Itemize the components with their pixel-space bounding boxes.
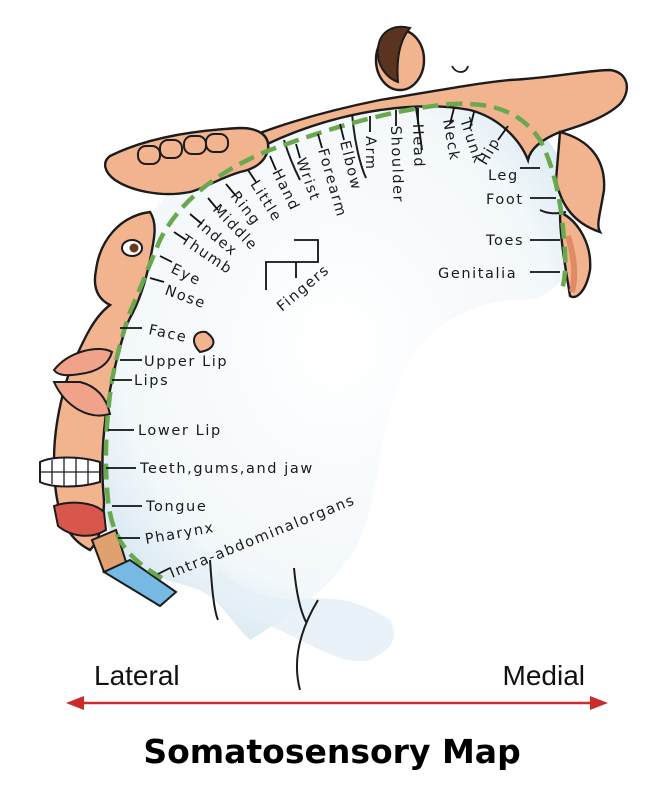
label-ticks xyxy=(106,107,560,575)
diagram-title: Somatosensory Map xyxy=(143,732,520,771)
arrow-right-head xyxy=(590,696,608,710)
label-upper-lip: Upper Lip xyxy=(144,354,228,370)
label-face: Face xyxy=(147,322,189,346)
label-lips: Lips xyxy=(134,373,169,389)
leg xyxy=(554,130,606,235)
lateral-label: Lateral xyxy=(94,660,180,691)
arrow-left-head xyxy=(66,696,84,710)
label-arm: Arm xyxy=(362,136,378,171)
abdominal-organs xyxy=(101,558,178,608)
label-shoulder: Shoulder xyxy=(387,126,406,204)
tongue xyxy=(52,501,108,537)
label-neck: Neck xyxy=(439,118,462,163)
labels: Genitalia Toes Foot Leg Hip Trunk Neck H… xyxy=(134,115,524,581)
label-leg: Leg xyxy=(488,168,519,184)
label-teeth: Teeth,gums,and jaw xyxy=(139,461,314,477)
label-tongue: Tongue xyxy=(145,499,207,515)
upper-lip xyxy=(52,348,114,377)
boundary-dashed xyxy=(103,101,568,580)
hair xyxy=(376,25,412,84)
lower-lip xyxy=(52,381,112,417)
homunculus-body xyxy=(39,25,629,608)
label-lower-lip: Lower Lip xyxy=(138,423,222,439)
label-head: Head xyxy=(409,124,427,169)
medial-label: Medial xyxy=(503,660,585,691)
direction-axis: Lateral Medial xyxy=(66,660,608,710)
label-foot: Foot xyxy=(486,192,524,208)
cortex-lower-lobe xyxy=(200,570,394,662)
label-genitalia: Genitalia xyxy=(438,266,517,282)
label-toes: Toes xyxy=(485,233,524,249)
torso xyxy=(218,68,629,167)
cortex-shape xyxy=(100,102,576,641)
